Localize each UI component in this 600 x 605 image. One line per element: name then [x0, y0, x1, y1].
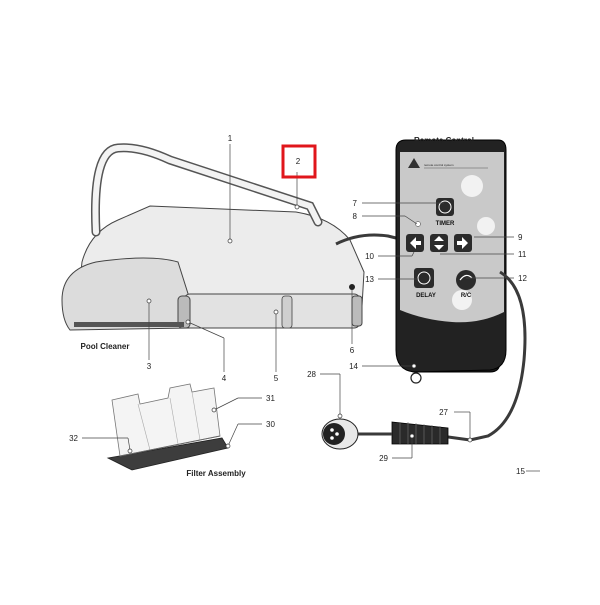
- callout-14: 14: [349, 362, 358, 371]
- pool-cleaner-illustration: [61, 143, 405, 331]
- callout-13: 13: [365, 275, 374, 284]
- delay-button-label: DELAY: [416, 293, 436, 299]
- callout-31: 31: [266, 394, 275, 403]
- callout-7: 7: [353, 199, 358, 208]
- cable-connector-illustration: [321, 270, 527, 450]
- callout-2: 2: [296, 157, 301, 166]
- callout-30: 30: [266, 420, 275, 429]
- remote-control-heading: Remote Control: [414, 136, 474, 145]
- callout-27: 27: [439, 408, 448, 417]
- filter-assembly-heading: Filter Assembly: [186, 469, 246, 478]
- callout-4: 4: [222, 374, 227, 383]
- remote-small-label: remote control system: [424, 163, 454, 167]
- callout-29: 29: [379, 454, 388, 463]
- filter-assembly-illustration: [106, 383, 229, 471]
- callout-5: 5: [274, 374, 279, 383]
- remote-control-illustration: [395, 139, 507, 384]
- callout-32: 32: [69, 434, 78, 443]
- timer-button-label: TIMER: [436, 221, 455, 227]
- callout-6: 6: [350, 346, 355, 355]
- callout-15: 15: [516, 467, 525, 476]
- callout-1: 1: [228, 134, 233, 143]
- pool-cleaner-heading: Pool Cleaner: [81, 342, 130, 351]
- callout-12: 12: [518, 274, 527, 283]
- callout-10: 10: [365, 252, 374, 261]
- callout-8: 8: [353, 212, 358, 221]
- callout-9: 9: [518, 233, 523, 242]
- callout-11: 11: [518, 250, 527, 259]
- rc-button-label: R/C: [461, 293, 472, 299]
- highlight-box: [281, 144, 317, 179]
- callout-28: 28: [307, 370, 316, 379]
- callout-leaders: [82, 144, 540, 472]
- callout-3: 3: [147, 362, 152, 371]
